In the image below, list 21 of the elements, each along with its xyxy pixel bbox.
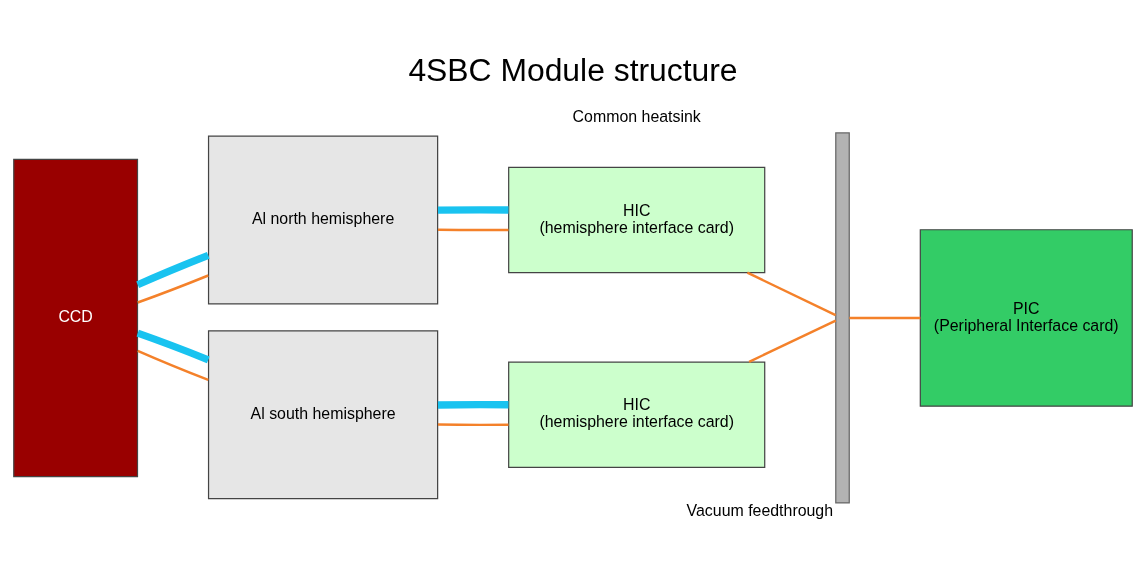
node-box: PIC (Peripheral Interface card)	[919, 229, 1133, 407]
node-box	[835, 132, 850, 504]
connector	[746, 271, 837, 317]
node-box: HIC (hemisphere interface card)	[508, 361, 766, 469]
node-box: Al north hemisphere	[207, 135, 439, 305]
node-label: Vacuum feedthrough	[686, 501, 834, 519]
connector	[437, 228, 509, 232]
diagram-title: 4SBC Module structure	[408, 52, 738, 89]
connector	[137, 349, 209, 382]
node-box: HIC (hemisphere interface card)	[508, 166, 766, 274]
node-box: Al south hemisphere	[207, 330, 439, 500]
node-box: CCD	[13, 158, 139, 478]
connector	[136, 329, 210, 364]
connector	[748, 319, 837, 363]
connector	[437, 423, 509, 427]
connector	[849, 316, 921, 320]
connector	[437, 206, 509, 214]
connector	[137, 274, 209, 304]
connector	[437, 400, 509, 409]
label: Common heatsink	[572, 108, 701, 126]
connector	[136, 251, 210, 289]
